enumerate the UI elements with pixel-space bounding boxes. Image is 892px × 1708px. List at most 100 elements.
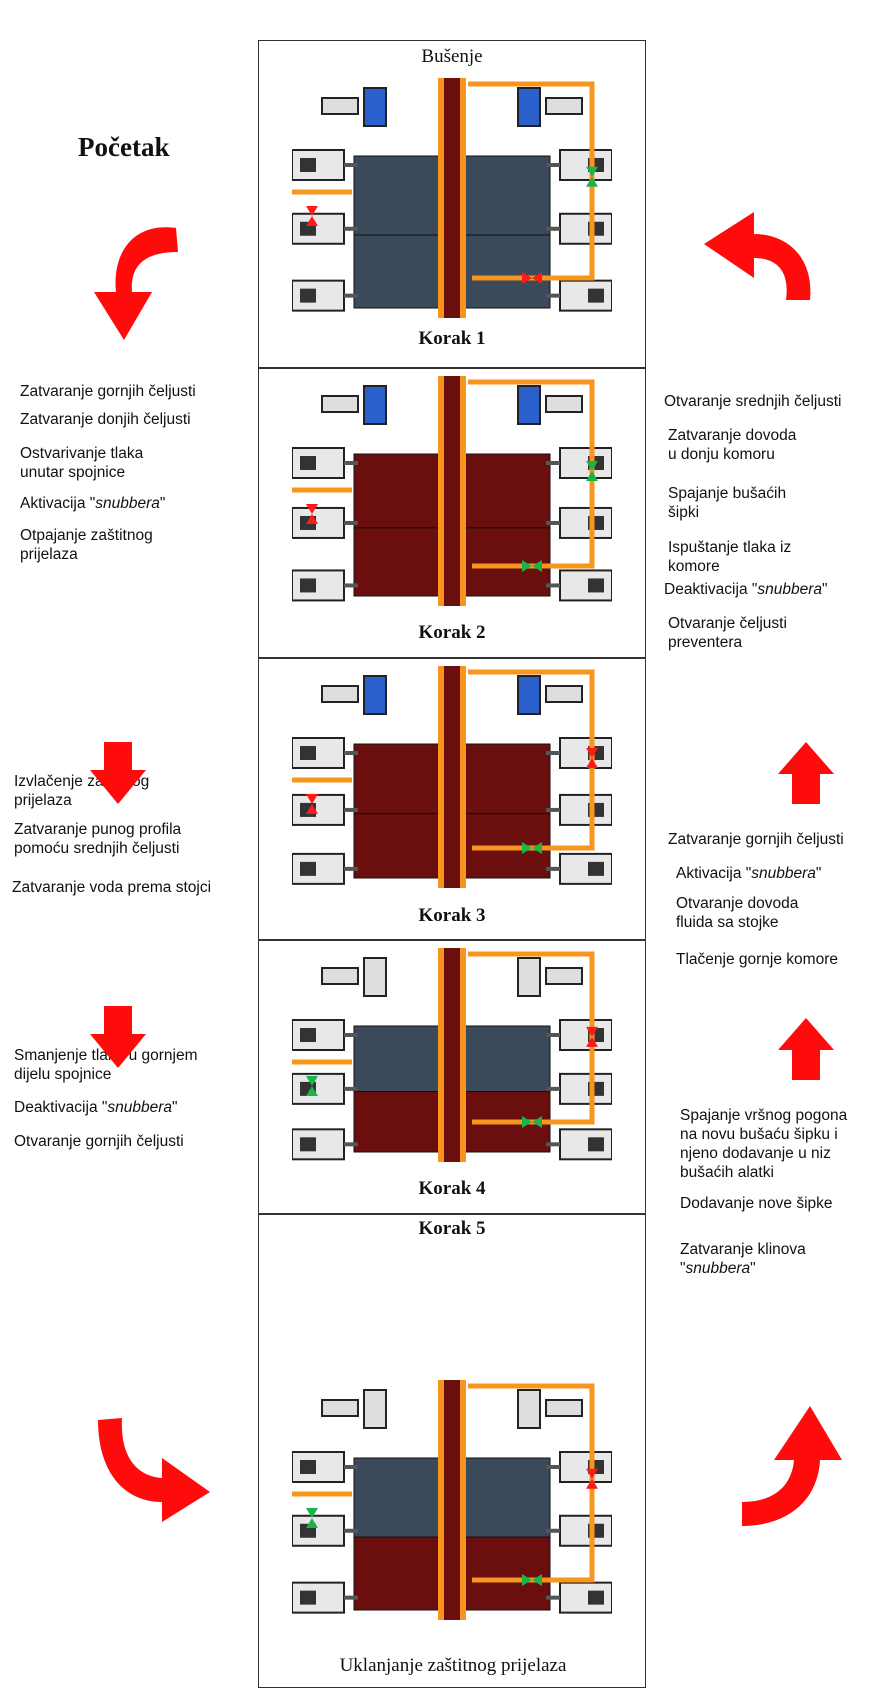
ram-cylinder xyxy=(559,1514,612,1547)
snubber-cylinder xyxy=(545,1399,583,1417)
valve-icon xyxy=(306,1508,318,1528)
drill-pipe xyxy=(444,78,460,318)
text-italic: snubbera xyxy=(685,1260,751,1277)
snubber-cylinder xyxy=(545,97,583,115)
curved-arrow-up-right-icon xyxy=(742,1406,842,1526)
ram-piston xyxy=(300,578,316,593)
ram-cylinder xyxy=(292,212,345,245)
valve-icon xyxy=(586,461,598,481)
ram-cylinder xyxy=(292,1514,345,1547)
ram-cylinder xyxy=(292,1581,345,1614)
ram-piston xyxy=(300,158,316,172)
ram-rod xyxy=(546,866,560,871)
left-step1-item5: Otpajanje zaštitnog prijelaza xyxy=(20,527,153,563)
curved-arrow-down-left-icon xyxy=(94,227,178,340)
drill-pipe xyxy=(444,1380,460,1620)
right-step3-item2: Dodavanje nove šipke xyxy=(680,1195,833,1212)
bop-schematic-step-2 xyxy=(292,376,612,606)
ram-cylinder xyxy=(292,737,345,769)
ram-piston xyxy=(300,456,316,470)
ram-rod xyxy=(546,226,560,231)
ram-cylinder xyxy=(559,852,612,885)
arrow-down-icon xyxy=(90,742,146,804)
ram-cylinder xyxy=(559,737,612,769)
step-label-2: Korak 2 xyxy=(418,622,486,643)
ram-piston xyxy=(588,1137,604,1152)
arrow-up-icon xyxy=(778,742,834,804)
text-part: Zatvaranje klinova " xyxy=(680,1241,806,1277)
valve-icon xyxy=(522,560,542,572)
ram-cylinder xyxy=(292,1451,345,1483)
return-line xyxy=(292,1059,352,1065)
ram-cylinder xyxy=(559,149,612,181)
return-line xyxy=(292,487,352,493)
text-part: Deaktivacija " xyxy=(14,1099,108,1116)
ram-rod xyxy=(546,1086,560,1091)
ram-piston xyxy=(300,288,316,303)
left-step1-item3: Ostvarivanje tlaka unutar spojnice xyxy=(20,445,144,481)
text-part: Deaktivacija " xyxy=(664,581,758,598)
snubber-slip xyxy=(363,385,387,425)
ram-rod xyxy=(344,807,358,812)
ram-rod xyxy=(546,1595,560,1600)
snubber-slip xyxy=(517,957,541,997)
ram-rod xyxy=(546,461,560,465)
right-step1-item2: Zatvaranje dovoda u donju komoru xyxy=(668,427,797,463)
ram-rod xyxy=(546,1528,560,1533)
drill-pipe-edge xyxy=(438,1380,444,1620)
return-line xyxy=(292,1491,352,1497)
snubber-cylinder xyxy=(545,685,583,703)
bop-schematic-step-5 xyxy=(292,1380,612,1620)
snubber-slip xyxy=(363,675,387,715)
valve-icon xyxy=(306,1076,318,1096)
drill-pipe xyxy=(444,666,460,888)
right-step2-item4: Tlačenje gornje komore xyxy=(676,951,838,968)
drill-pipe xyxy=(444,948,460,1162)
text-italic: snubbera xyxy=(95,495,160,512)
drill-pipe-edge xyxy=(460,78,466,318)
valve-icon xyxy=(306,504,318,524)
caption-remove-protector: Uklanjanje zaštitnog prijelaza xyxy=(339,1655,567,1676)
snubber-cylinder xyxy=(321,967,359,985)
right-step1-item6: Otvaranje čeljusti preventera xyxy=(668,615,787,651)
text-part: " xyxy=(750,1260,756,1277)
ram-piston xyxy=(588,861,604,876)
ram-cylinder xyxy=(559,1019,612,1051)
text-italic: snubbera xyxy=(107,1099,173,1116)
ram-rod xyxy=(344,293,358,298)
ram-rod xyxy=(344,1528,358,1533)
ram-rod xyxy=(344,163,358,167)
ram-rod xyxy=(546,293,560,298)
ram-piston xyxy=(300,1137,316,1152)
valve-icon xyxy=(306,794,318,814)
valve-icon xyxy=(522,1574,542,1586)
drill-pipe-edge xyxy=(438,78,444,318)
start-heading: Početak xyxy=(78,132,170,162)
text-part: Aktivacija " xyxy=(676,865,752,882)
step-label-1: Korak 1 xyxy=(418,328,486,349)
step-label-3: Korak 3 xyxy=(418,905,486,926)
ram-piston xyxy=(300,1460,316,1474)
ram-cylinder xyxy=(292,1019,345,1051)
text-italic: snubbera xyxy=(757,581,823,598)
snubber-slip xyxy=(517,675,541,715)
ram-rod xyxy=(546,1033,560,1037)
right-step2-item2: Aktivacija "snubbera" xyxy=(676,864,821,883)
snubber-slip xyxy=(363,1389,387,1429)
snubber-cylinder xyxy=(321,685,359,703)
valve-icon xyxy=(306,206,318,226)
snubber-cylinder xyxy=(321,395,359,413)
snubber-slip xyxy=(363,87,387,127)
left-step2-item2: Zatvaranje punog profila pomoću srednjih… xyxy=(14,821,182,857)
ram-rod xyxy=(344,1465,358,1469)
ram-cylinder xyxy=(292,569,345,602)
snubber-cylinder xyxy=(321,1399,359,1417)
drill-pipe-edge xyxy=(460,376,466,606)
right-step2-item3: Otvaranje dovoda fluida sa stojke xyxy=(676,895,799,931)
left-step1-item4: Aktivacija "snubbera" xyxy=(20,494,165,513)
ram-cylinder xyxy=(559,1581,612,1614)
ram-cylinder xyxy=(559,569,612,602)
ram-rod xyxy=(344,751,358,755)
text-part: " xyxy=(815,865,822,882)
ram-rod xyxy=(344,226,358,231)
